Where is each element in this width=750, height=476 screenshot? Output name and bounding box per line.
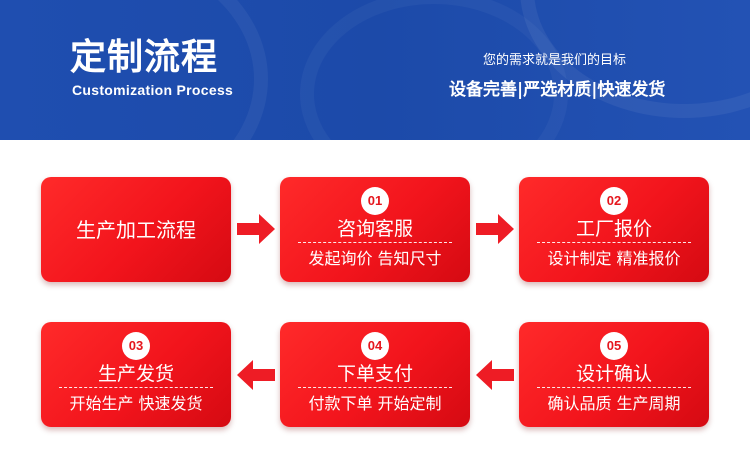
step-title: 工厂报价	[575, 218, 652, 240]
step-number: 05	[600, 332, 628, 360]
step-subtitle: 设计制定 精准报价	[547, 249, 681, 268]
step-subtitle: 确认品质 生产周期	[547, 394, 681, 413]
step-card-05: 05 设计确认 确认品质 生产周期	[519, 322, 709, 427]
step-title: 生产加工流程	[76, 218, 196, 242]
step-card-01: 01 咨询客服 发起询价 告知尺寸	[280, 177, 470, 282]
step-title: 生产发货	[97, 363, 174, 385]
page-title: 定制流程	[70, 37, 219, 78]
step-subtitle: 发起询价 告知尺寸	[308, 249, 442, 268]
dashed-divider	[298, 242, 452, 243]
arrow-left-icon	[237, 360, 275, 390]
step-title: 设计确认	[575, 363, 652, 385]
step-card-03: 03 生产发货 开始生产 快速发货	[41, 322, 231, 427]
step-title: 下单支付	[336, 363, 413, 385]
arrow-right-icon	[476, 214, 514, 244]
step-number: 01	[361, 187, 389, 215]
header-banner: 定制流程 Customization Process 您的需求就是我们的目标 设…	[0, 0, 750, 140]
step-number: 02	[600, 187, 628, 215]
step-card-02: 02 工厂报价 设计制定 精准报价	[519, 177, 709, 282]
dashed-divider	[537, 387, 691, 388]
dashed-divider	[298, 387, 452, 388]
page-subtitle: Customization Process	[72, 82, 234, 98]
dashed-divider	[537, 242, 691, 243]
dashed-divider	[59, 387, 213, 388]
step-number: 04	[361, 332, 389, 360]
arrow-right-icon	[237, 214, 275, 244]
step-subtitle: 付款下单 开始定制	[308, 394, 442, 413]
step-title: 咨询客服	[336, 218, 413, 240]
slogan-small: 您的需求就是我们的目标	[483, 53, 627, 68]
step-card-process: 生产加工流程	[41, 177, 231, 282]
step-number: 03	[122, 332, 150, 360]
slogan-big: 设备完善|严选材质|快速发货	[449, 80, 666, 100]
step-card-04: 04 下单支付 付款下单 开始定制	[280, 322, 470, 427]
arrow-left-icon	[476, 360, 514, 390]
step-subtitle: 开始生产 快速发货	[69, 394, 203, 413]
